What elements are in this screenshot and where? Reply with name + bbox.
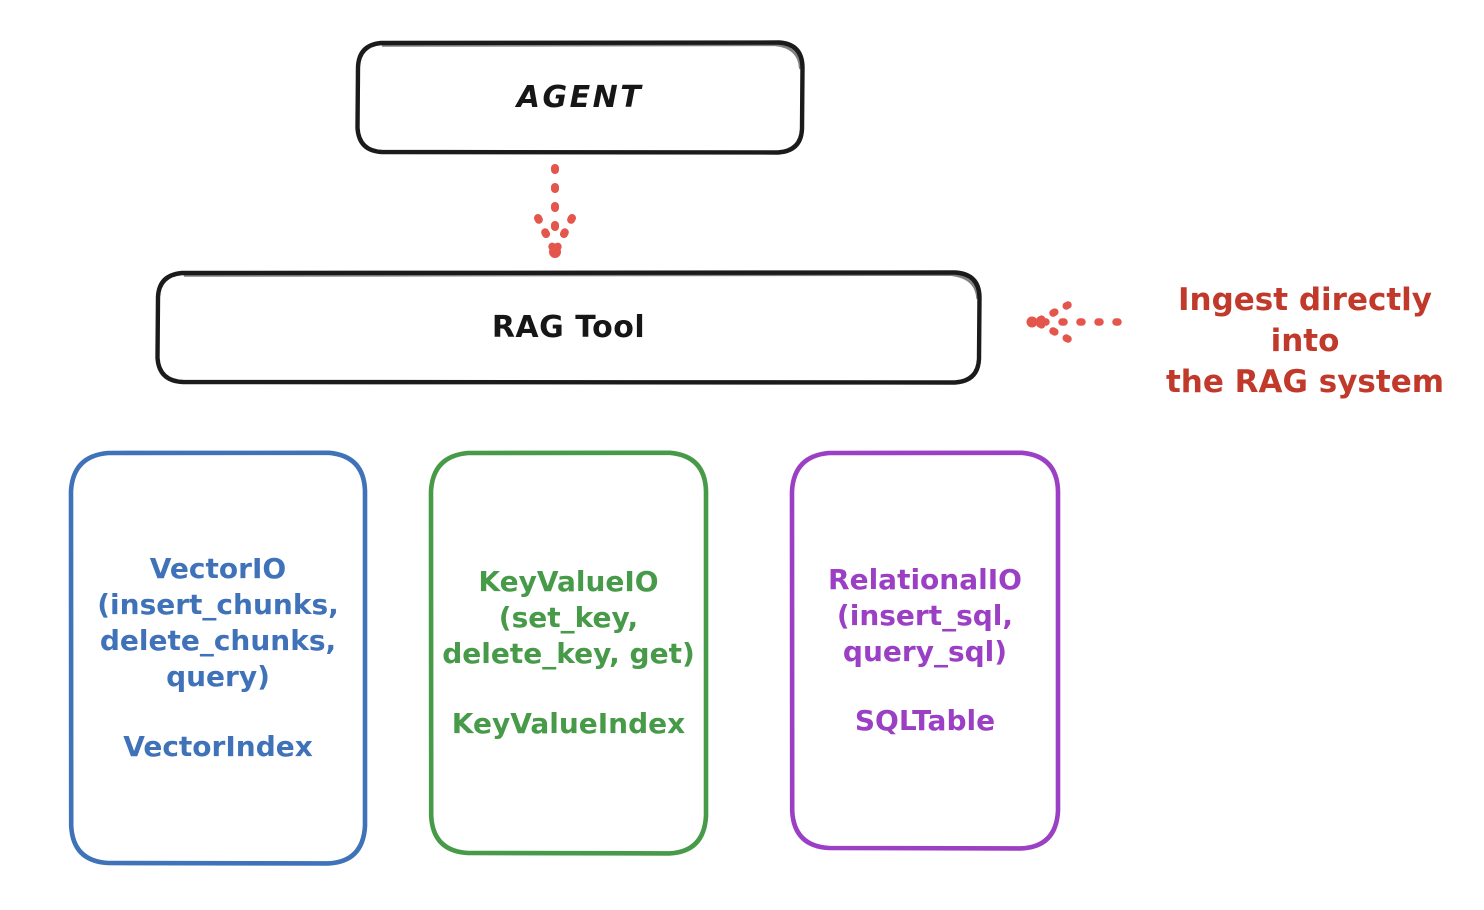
- edge-ingest-to-rag-tool: [1026, 301, 1135, 343]
- node-rag-tool[interactable]: RAG Tool: [155, 270, 982, 385]
- node-keyvalue-io[interactable]: KeyValueIO (set_key, delete_key, get) Ke…: [428, 450, 709, 856]
- edge-agent-to-rag-tool: [534, 164, 576, 258]
- rag-tool-label: RAG Tool: [491, 310, 646, 345]
- sqltable-label: SQLTable: [854, 704, 996, 738]
- vector-io-title: VectorIO (insert_chunks, delete_chunks, …: [97, 552, 339, 693]
- keyvalue-io-title: KeyValueIO (set_key, delete_key, get): [442, 565, 695, 670]
- node-agent[interactable]: AGENT: [355, 40, 805, 155]
- node-vector-io[interactable]: VectorIO (insert_chunks, delete_chunks, …: [68, 450, 368, 866]
- keyvalue-index-label: KeyValueIndex: [451, 706, 686, 740]
- node-relational-io[interactable]: RelationalIO (insert_sql, query_sql) SQL…: [789, 450, 1061, 851]
- vector-index-label: VectorIndex: [123, 729, 313, 763]
- annotation-ingest-note: Ingest directly into the RAG system: [1165, 282, 1445, 400]
- agent-label: AGENT: [516, 80, 644, 115]
- relational-io-title: RelationalIO (insert_sql, query_sql): [828, 562, 1022, 668]
